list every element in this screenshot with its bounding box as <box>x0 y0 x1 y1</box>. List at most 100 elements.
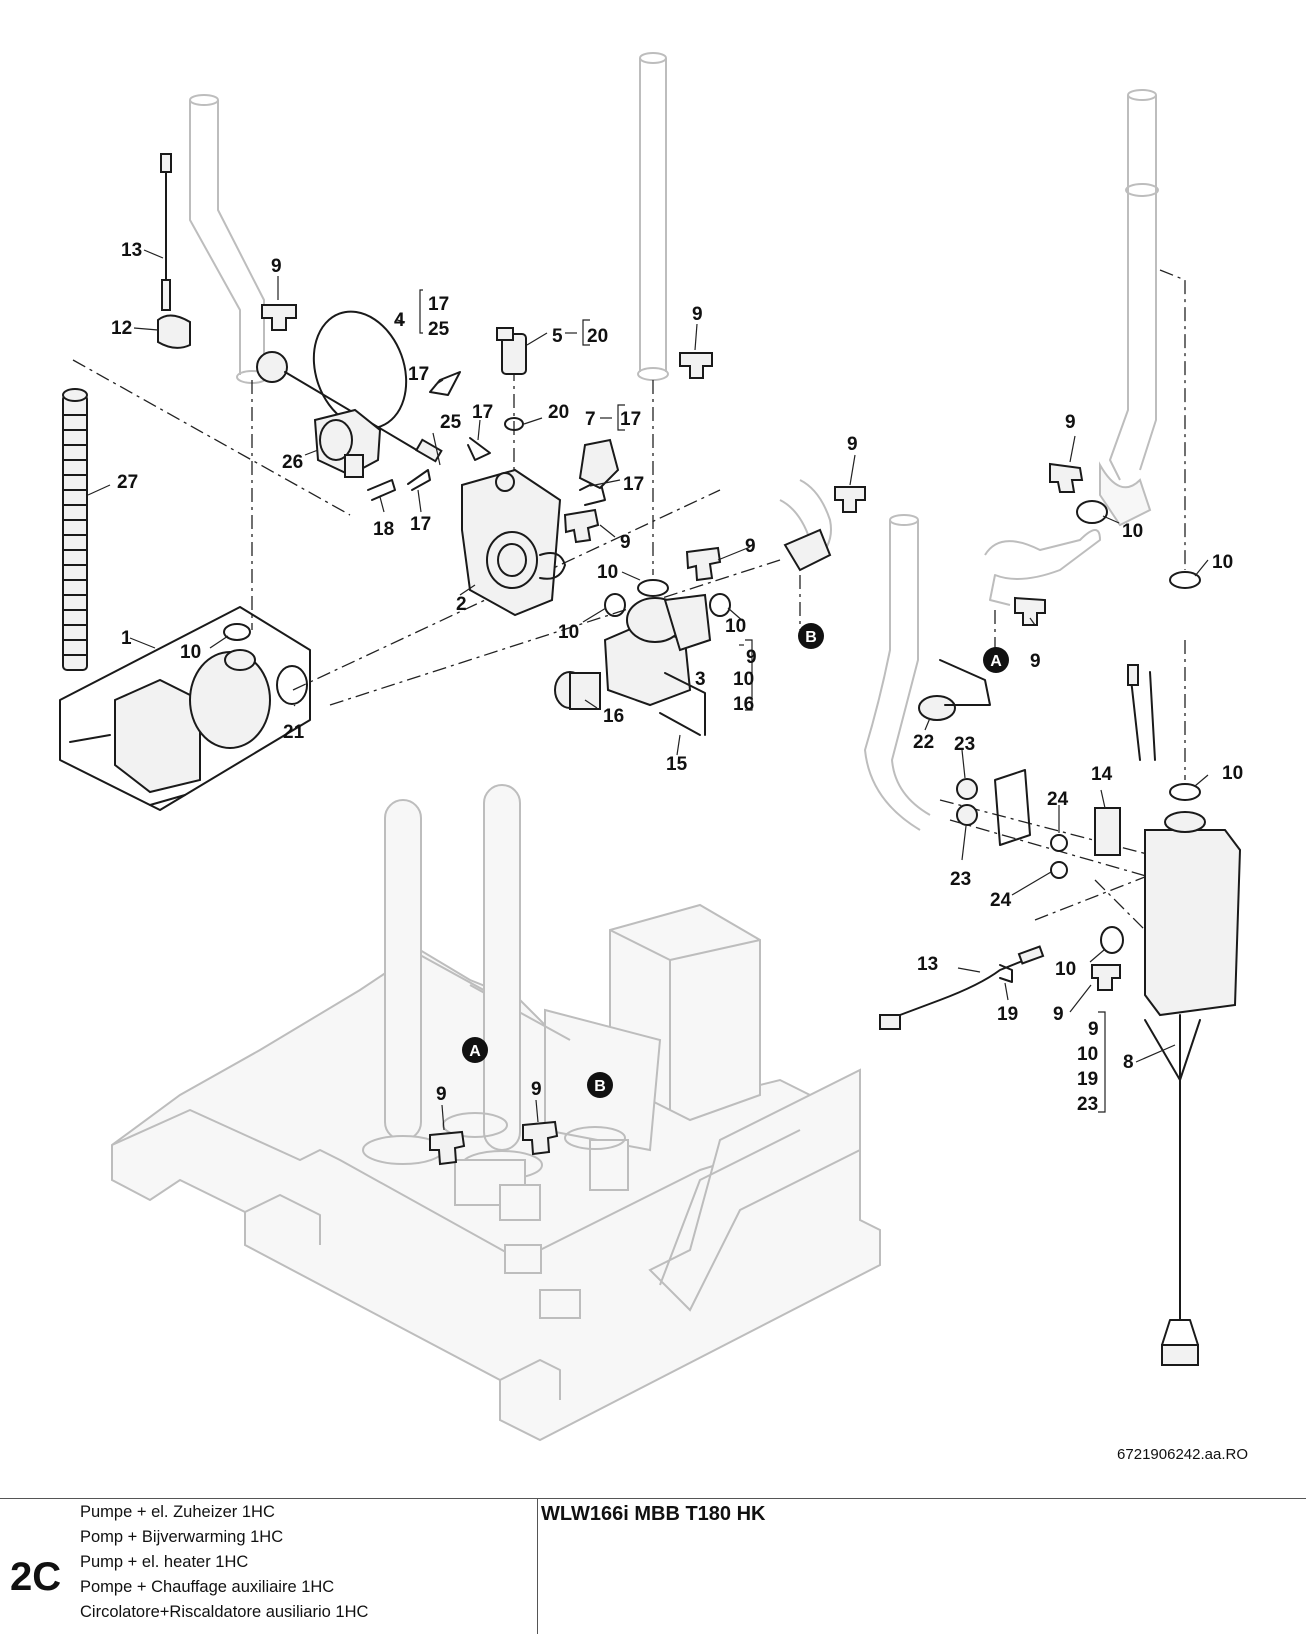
callout-13: 13 <box>917 954 938 975</box>
callout-9: 9 <box>271 256 282 277</box>
callout-14: 14 <box>1091 764 1113 785</box>
part-27-flex-hose <box>62 388 88 671</box>
description-fr: Pompe + Chauffage auxiliaire 1HC <box>80 1578 335 1596</box>
callout-10: 10 <box>1222 763 1243 784</box>
callout-20: 20 <box>548 402 569 423</box>
callout-2: 2 <box>456 594 467 615</box>
callout-8: 8 <box>1123 1052 1134 1073</box>
pipe-mid-ghost <box>779 479 1101 831</box>
part-3-diverter-valve <box>603 593 712 707</box>
leader-lines <box>87 249 1209 1131</box>
part-17-spring-clip <box>407 371 606 506</box>
part-1-pump <box>59 606 311 811</box>
callout-9: 9 <box>1030 651 1041 672</box>
callout-24: 24 <box>990 890 1012 911</box>
callout-10: 10 <box>725 616 746 637</box>
callout-4: 4 <box>394 310 405 331</box>
part-19-clip <box>999 964 1013 983</box>
footer-divider <box>537 1499 538 1634</box>
part-23-nut <box>956 778 978 826</box>
exploded-parts-diagram: 13 12 9 4 17 25 5 20 9 17 17 25 20 7 17 … <box>59 52 1243 1442</box>
callout-23: 23 <box>1077 1094 1098 1115</box>
part-14-clip <box>1094 807 1121 856</box>
callout-18: 18 <box>373 519 394 540</box>
callout-23: 23 <box>954 734 975 755</box>
callout-22: 22 <box>913 732 934 753</box>
part-20-o-ring <box>504 417 524 431</box>
callout-17: 17 <box>428 294 449 315</box>
callout-9: 9 <box>436 1084 447 1105</box>
description-it: Circolatore+Riscaldatore ausiliario 1HC <box>80 1603 369 1621</box>
svg-text:B: B <box>805 629 817 646</box>
callout-23: 23 <box>950 869 971 890</box>
description-nl: Pomp + Bijverwarming 1HC <box>80 1528 284 1546</box>
callout-13: 13 <box>121 240 142 261</box>
svg-text:A: A <box>469 1043 481 1060</box>
part-13-sensor-cable <box>160 153 172 311</box>
part-18-clip <box>367 479 396 501</box>
part-12-clip <box>157 314 191 349</box>
marker-a: A <box>462 1037 488 1063</box>
callout-25: 25 <box>428 319 450 340</box>
pipe-left-ghost <box>189 94 268 384</box>
marker-b: B <box>798 623 824 649</box>
connection-markers: B A A B <box>462 623 1009 1098</box>
callout-19: 19 <box>997 1004 1018 1025</box>
description-en: Pump + el. heater 1HC <box>80 1553 249 1571</box>
part-2-pump-housing <box>461 468 566 617</box>
callout-9: 9 <box>746 647 757 668</box>
callout-9: 9 <box>1088 1019 1099 1040</box>
callout-17: 17 <box>620 409 641 430</box>
part-7-fitting <box>578 438 620 490</box>
document-reference: 6721906242.aa.RO <box>1117 1446 1248 1463</box>
callout-16: 16 <box>733 694 754 715</box>
callout-17: 17 <box>623 474 644 495</box>
marker-b: B <box>587 1072 613 1098</box>
part-bracket-plate <box>994 769 1031 846</box>
svg-text:B: B <box>594 1078 606 1095</box>
part-4-gasket-ring <box>312 310 408 430</box>
callout-7: 7 <box>585 409 596 430</box>
callout-10: 10 <box>1077 1044 1098 1065</box>
part-22-clamp <box>918 659 991 721</box>
callout-25: 25 <box>440 412 462 433</box>
callout-27: 27 <box>117 472 138 493</box>
part-21-o-ring <box>276 665 308 705</box>
model-title: WLW166i MBB T180 HK <box>541 1503 766 1525</box>
callout-12: 12 <box>111 318 132 339</box>
part-15-clip <box>659 672 706 736</box>
callout-10: 10 <box>1055 959 1076 980</box>
callout-9: 9 <box>745 536 756 557</box>
callout-9: 9 <box>847 434 858 455</box>
part-8-electric-heater <box>1127 664 1242 1366</box>
callout-9: 9 <box>1065 412 1076 433</box>
pipe-center-ghost <box>637 52 669 381</box>
marker-a: A <box>983 647 1009 673</box>
callout-24: 24 <box>1047 789 1069 810</box>
callout-9: 9 <box>692 304 703 325</box>
description-de: Pumpe + el. Zuheizer 1HC <box>80 1503 275 1521</box>
part-10-o-ring <box>223 500 1201 954</box>
part-24-washer <box>1050 834 1068 879</box>
callout-10: 10 <box>597 562 618 583</box>
callout-16: 16 <box>603 706 624 727</box>
description-list: Pumpe + el. Zuheizer 1HC Pomp + Bijverwa… <box>80 1500 368 1625</box>
callout-1: 1 <box>121 628 132 649</box>
part-9-clamp <box>429 352 1121 1166</box>
callout-9: 9 <box>620 532 631 553</box>
footer-title-block: 2C Pumpe + el. Zuheizer 1HC Pomp + Bijve… <box>0 1498 1306 1634</box>
callout-26: 26 <box>282 452 303 473</box>
callout-17: 17 <box>410 514 431 535</box>
callout-19: 19 <box>1077 1069 1098 1090</box>
callout-17: 17 <box>408 364 429 385</box>
callout-9: 9 <box>531 1079 542 1100</box>
part-26-valve <box>313 408 382 478</box>
part-5-air-vent <box>496 327 527 375</box>
callout-10: 10 <box>1122 521 1143 542</box>
callout-10: 10 <box>558 622 579 643</box>
callout-10: 10 <box>1212 552 1233 573</box>
callout-3: 3 <box>695 669 706 690</box>
callout-21: 21 <box>283 722 305 743</box>
callout-10: 10 <box>180 642 201 663</box>
callout-5: 5 <box>552 326 563 347</box>
